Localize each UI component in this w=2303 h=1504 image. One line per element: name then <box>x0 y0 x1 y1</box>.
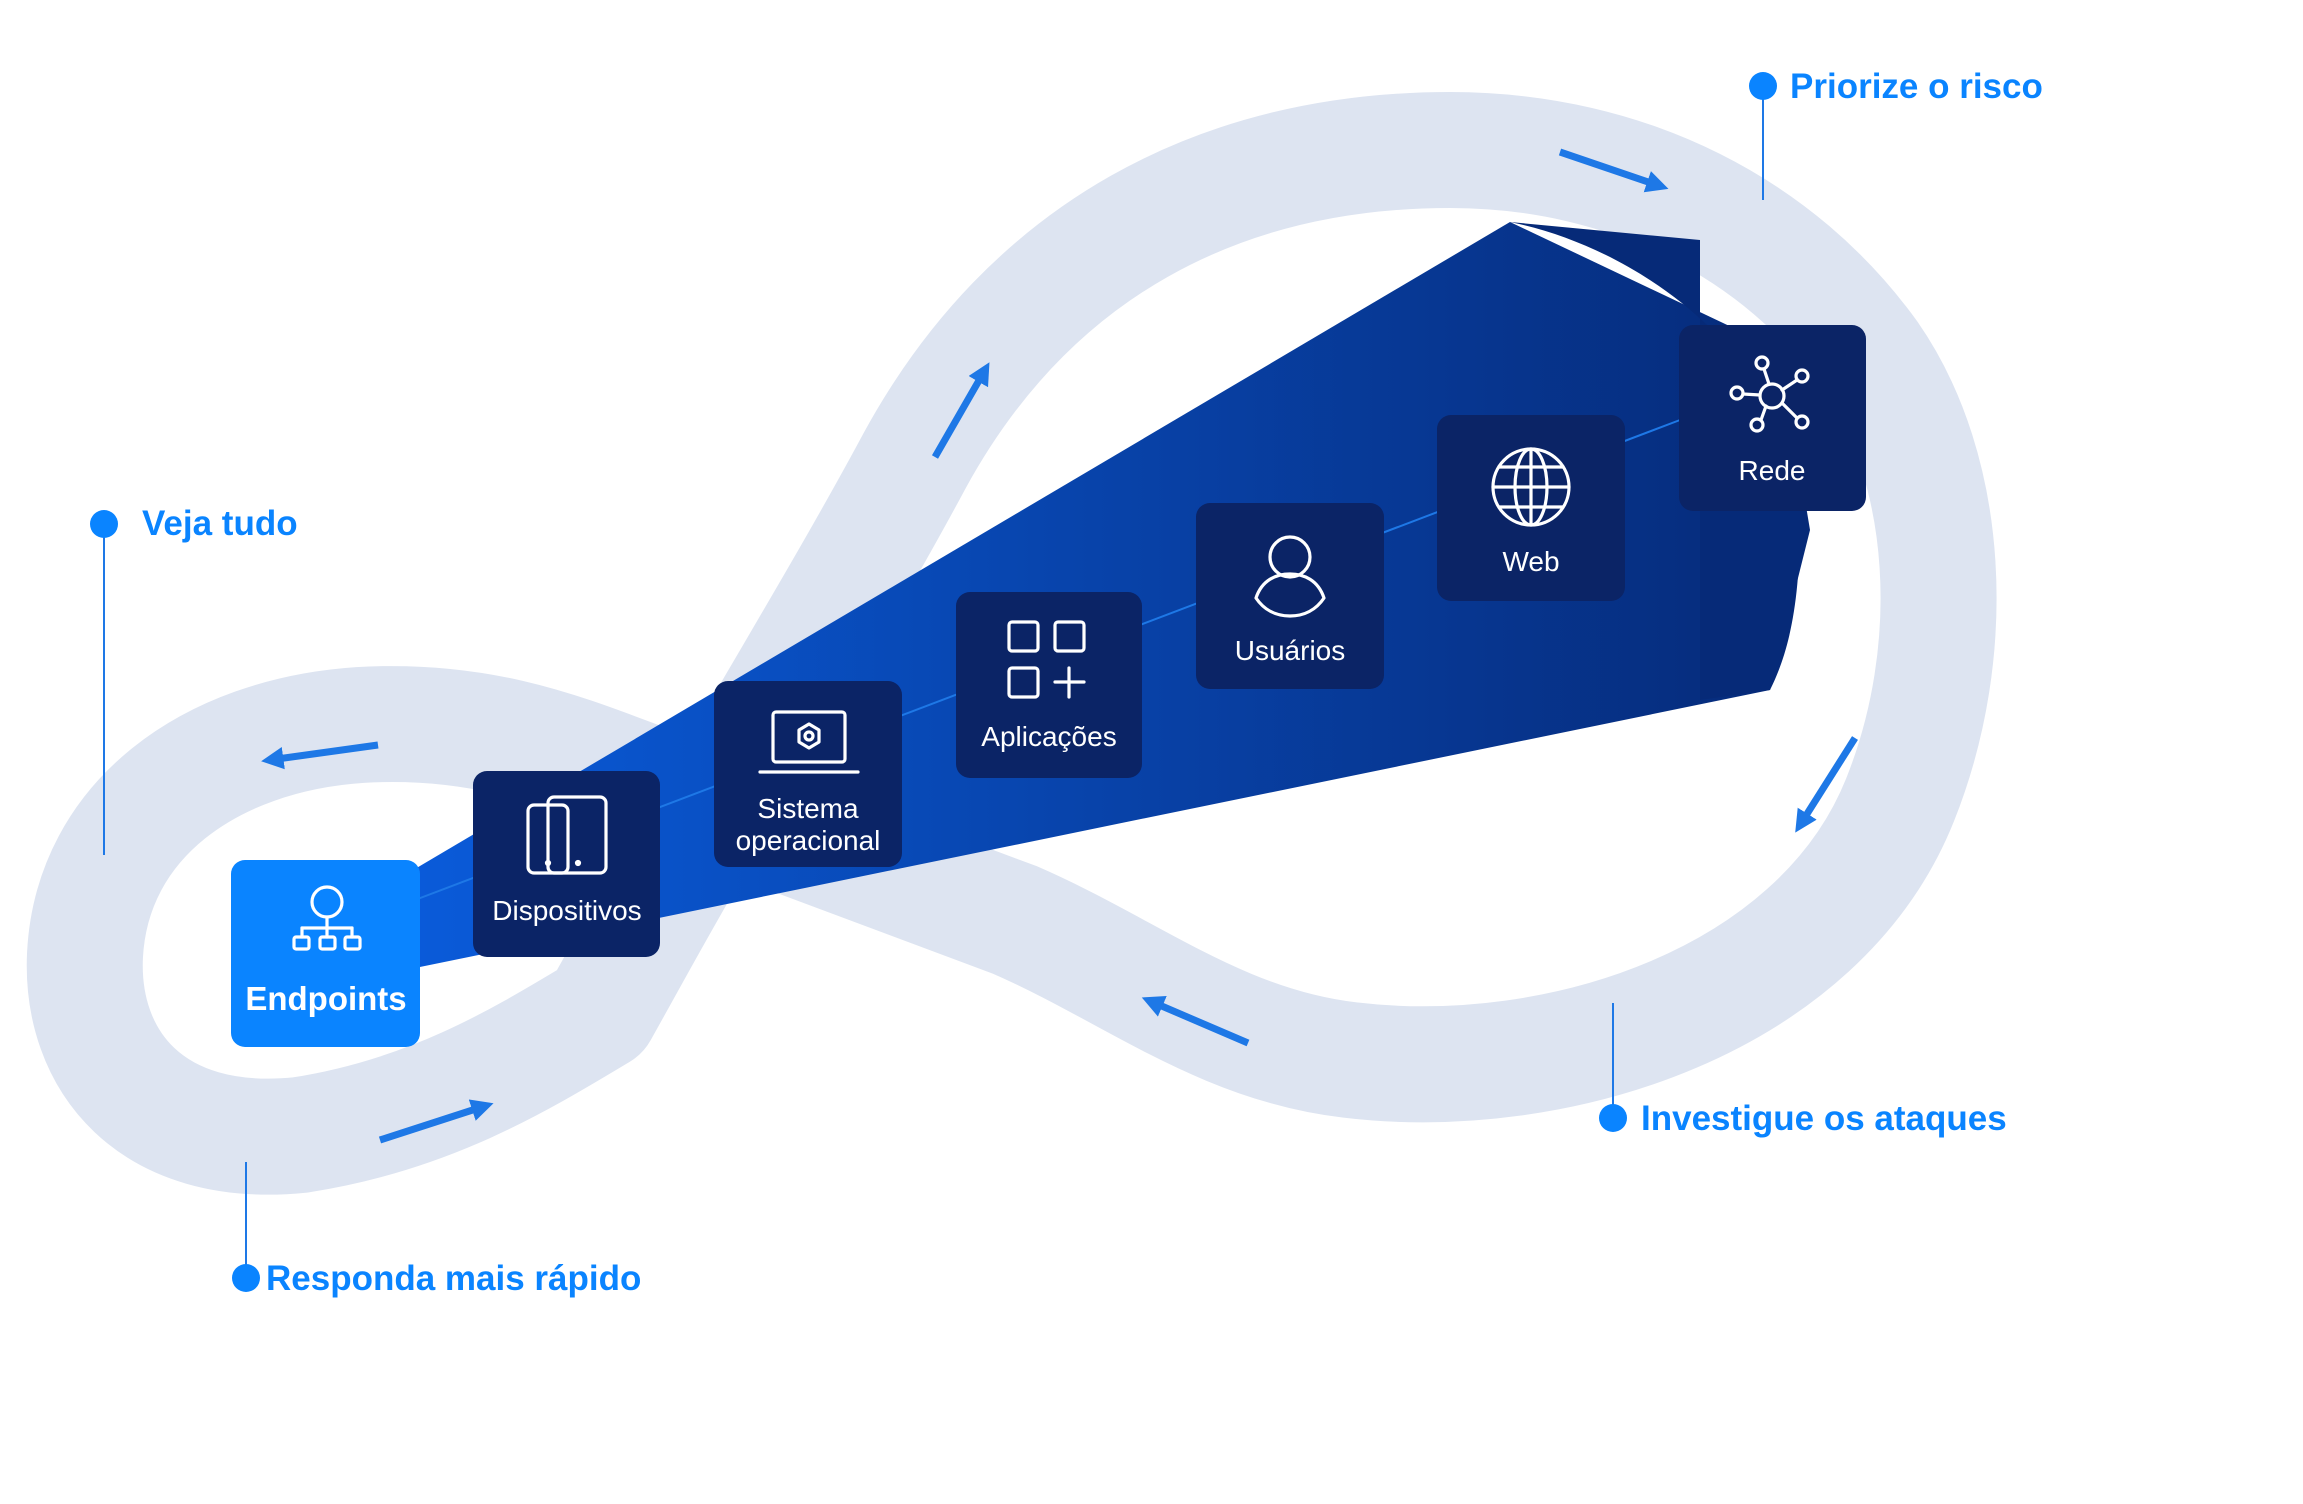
arrow-icon <box>378 1099 494 1144</box>
arrow-icon <box>931 362 990 459</box>
node-label-sistema: Sistema <box>757 793 859 824</box>
node-usuarios: Usuários <box>1196 503 1384 689</box>
globe-icon <box>1491 447 1571 527</box>
callout-veja-tudo: Veja tudo <box>142 504 298 543</box>
node-label-endpoints: Endpoints <box>245 980 406 1017</box>
node-dispositivos: Dispositivos <box>473 771 660 957</box>
arrow-icon <box>261 741 379 770</box>
devices-icon <box>526 795 608 875</box>
node-label-web: Web <box>1502 546 1559 577</box>
callout-markers <box>90 72 1777 1292</box>
callout-investigue-os-ataques: Investigue os ataques <box>1641 1099 2007 1138</box>
arrow-icon <box>1141 995 1250 1047</box>
node-sistema-operacional: Sistema operacional <box>714 681 902 867</box>
hierarchy-icon <box>292 885 362 951</box>
apps-grid-icon <box>1007 620 1086 699</box>
node-web: Web <box>1437 415 1625 601</box>
node-label-dispositivos: Dispositivos <box>492 895 641 926</box>
laptop-shield-icon <box>758 710 860 774</box>
node-label-aplicacoes: Aplicações <box>981 721 1116 752</box>
infinity-loop <box>26 92 1997 1195</box>
arrow-icon <box>1795 736 1858 833</box>
node-rede: Rede <box>1679 325 1866 511</box>
node-label-rede: Rede <box>1739 455 1806 486</box>
node-aplicacoes: Aplicações <box>956 592 1142 778</box>
node-label-operacional: operacional <box>736 825 881 856</box>
loop-direction-arrows <box>261 148 1858 1144</box>
network-icon <box>1729 355 1810 433</box>
callout-responda-mais-rapido: Responda mais rápido <box>266 1259 641 1298</box>
arrow-icon <box>1558 148 1669 193</box>
node-label-usuarios: Usuários <box>1235 635 1345 666</box>
coverage-beam-cap <box>1510 222 1800 700</box>
user-icon <box>1254 535 1326 618</box>
node-endpoints: Endpoints <box>231 860 420 1047</box>
callout-priorize-o-risco: Priorize o risco <box>1790 67 2043 106</box>
